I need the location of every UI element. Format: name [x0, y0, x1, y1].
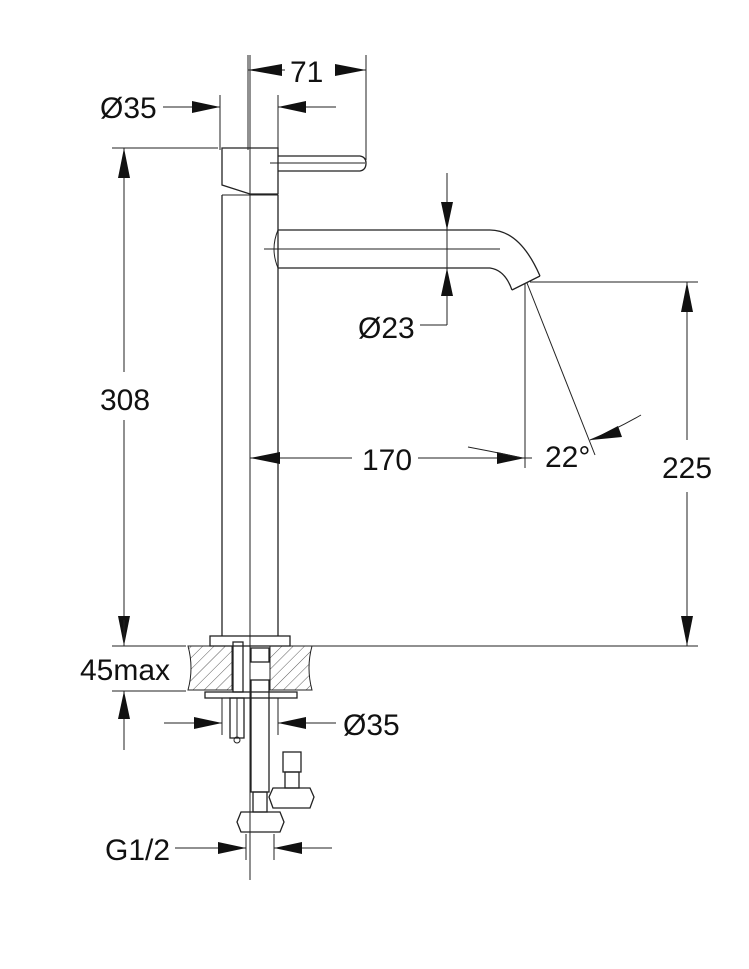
- dim-connection-thread: G1/2: [105, 834, 332, 867]
- label-outlet-height: 225: [662, 452, 712, 485]
- label-spout-reach: 170: [362, 444, 412, 477]
- label-deck-thickness: 45max: [80, 654, 170, 687]
- arrow-head: [274, 842, 302, 854]
- label-body-diameter-top: Ø35: [100, 92, 157, 125]
- dim-body-diameter-base: Ø35: [164, 698, 400, 742]
- countertop-section: [187, 635, 698, 744]
- tap-body: [221, 55, 541, 880]
- label-body-diameter-base: Ø35: [343, 709, 400, 742]
- label-connection-thread: G1/2: [105, 834, 170, 867]
- dim-outlet-height: 225: [530, 281, 712, 646]
- arrow-head: [192, 101, 220, 113]
- dim-total-height: 308: [100, 147, 218, 646]
- arrow-head: [278, 717, 306, 729]
- arrow-head: [441, 202, 453, 230]
- arrow-head: [497, 452, 525, 464]
- arrow-head: [681, 282, 693, 312]
- label-total-height: 308: [100, 384, 150, 417]
- arrow-head: [441, 268, 453, 296]
- dim-body-diameter-top: Ø35: [100, 92, 336, 150]
- dim-deck-thickness: 45max: [80, 620, 186, 750]
- arrow-head: [681, 616, 693, 646]
- dim-spout-diameter: Ø23: [358, 173, 453, 345]
- arrow-head: [118, 148, 130, 178]
- arrow-head: [194, 717, 222, 729]
- label-lever-reach: 71: [290, 56, 323, 89]
- arrow-head: [218, 842, 246, 854]
- label-spout-diameter: Ø23: [358, 312, 415, 345]
- arrow-head: [335, 64, 366, 76]
- label-spout-angle: 22°: [545, 441, 590, 474]
- arrow-head: [250, 452, 280, 464]
- supply-hoses: [236, 647, 315, 833]
- arrow-head: [278, 101, 306, 113]
- dim-spout-reach: 170: [250, 284, 532, 477]
- arrow-head: [591, 426, 622, 440]
- arrow-head: [248, 64, 282, 76]
- dim-lever-reach: 71: [247, 55, 367, 160]
- arrow-head: [118, 691, 130, 719]
- dim-spout-angle: 22°: [526, 282, 642, 474]
